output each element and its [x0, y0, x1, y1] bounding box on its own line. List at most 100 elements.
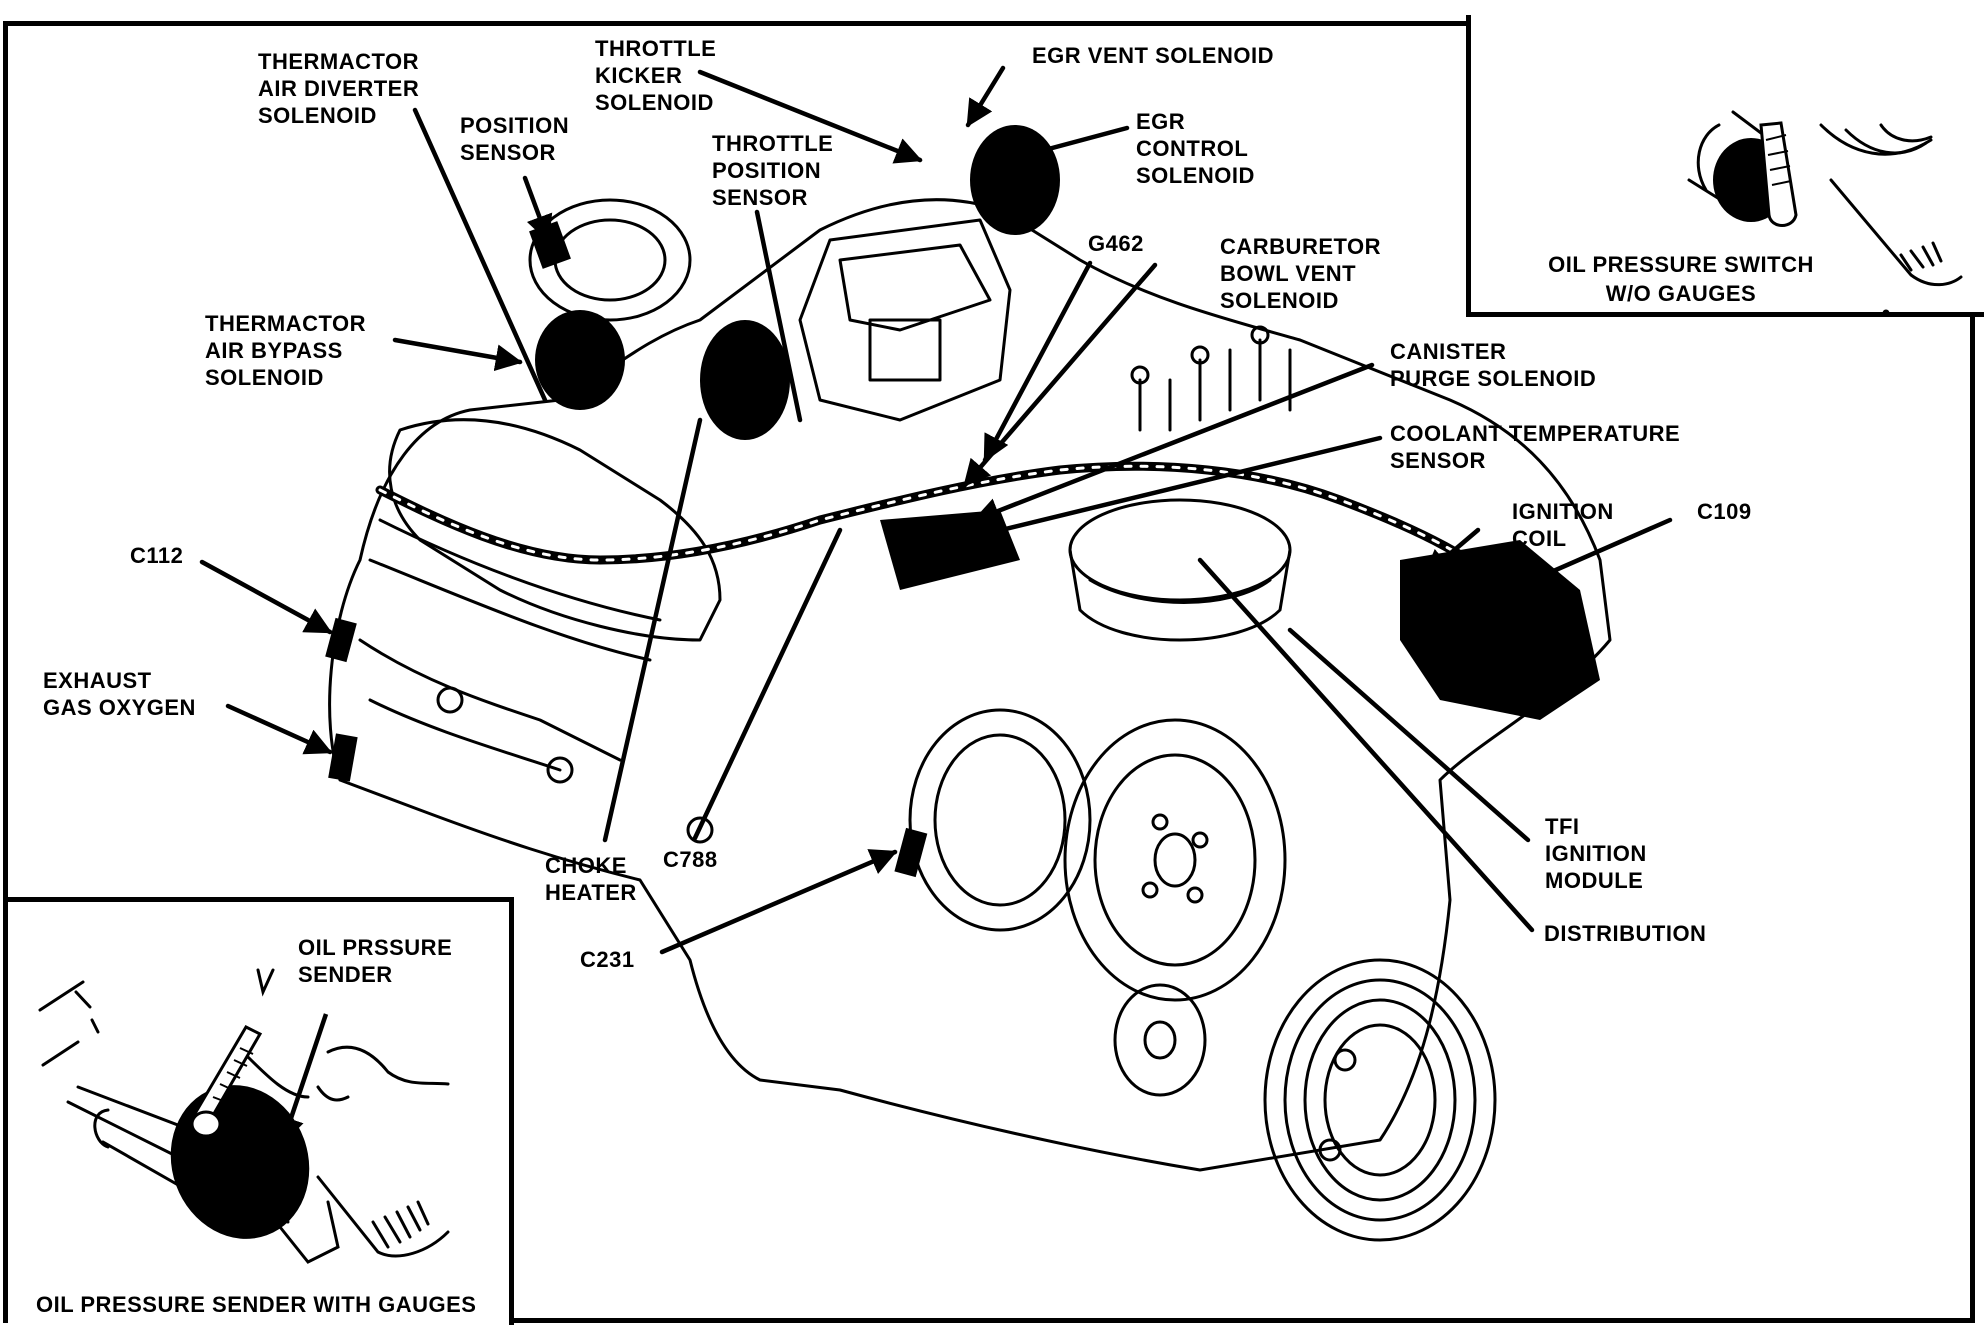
thermactor-bypass-body [535, 310, 625, 410]
label-line: SOLENOID [1136, 163, 1255, 188]
egr-control-body [970, 125, 1060, 235]
label-c231: C231 [580, 946, 635, 973]
label-choke-heater: CHOKE HEATER [545, 852, 637, 906]
label-line: SENDER [298, 962, 393, 987]
exhaust-manifold [358, 638, 622, 772]
label-line: CHOKE [545, 853, 627, 878]
leader-coolant-temp [957, 435, 1383, 548]
label-oil-pressure-sender: OIL PRSSURE SENDER [298, 934, 452, 988]
label-line: THROTTLE [712, 131, 834, 156]
label-g462: G462 [1088, 230, 1144, 257]
label-line: DISTRIBUTION [1544, 921, 1707, 946]
valve-cover-left [388, 418, 722, 642]
leader-throttle-position [754, 209, 803, 423]
label-throttle-position-sensor: THROTTLE POSITION SENSOR [712, 130, 833, 211]
caption-line: OIL PRESSURE SWITCH [1548, 252, 1814, 277]
inset-oil-pressure-switch: OIL PRESSURE SWITCH W/O GAUGES [1466, 15, 1984, 317]
label-line: SOLENOID [1220, 288, 1339, 313]
label-egr-vent-solenoid: EGR VENT SOLENOID [1032, 42, 1274, 69]
c112-connector [325, 617, 357, 663]
label-line: EGR VENT SOLENOID [1032, 43, 1274, 68]
label-line: COOLANT TEMPERATURE [1390, 421, 1681, 446]
label-line: SENSOR [1390, 448, 1486, 473]
oil-pressure-sender-illustration [38, 968, 450, 1264]
label-exhaust-gas-oxygen: EXHAUST GAS OXYGEN [43, 667, 196, 721]
label-egr-control-solenoid: EGR CONTROL SOLENOID [1136, 108, 1255, 189]
idler-pulley [1113, 983, 1207, 1097]
label-line: COIL [1512, 526, 1567, 551]
leader-c112 [199, 559, 333, 635]
diagram-frame [3, 21, 1975, 1323]
leader-c231 [659, 849, 898, 955]
coil-module-body [1400, 540, 1600, 720]
label-canister-purge-solenoid: CANISTER PURGE SOLENOID [1390, 338, 1596, 392]
leader-exhaust-gas-oxygen [225, 703, 333, 755]
label-line: C231 [580, 947, 635, 972]
label-line: POSITION [460, 113, 570, 138]
label-line: GAS OXYGEN [43, 695, 196, 720]
label-c112: C112 [130, 542, 183, 569]
label-line: CANISTER [1390, 339, 1507, 364]
label-tfi-ignition-module: TFI IGNITION MODULE [1545, 813, 1647, 894]
label-line: THERMACTOR [258, 49, 420, 74]
label-line: CARBURETOR [1220, 234, 1382, 259]
label-c788: C788 [663, 846, 718, 873]
label-line: OIL PRSSURE [298, 935, 453, 960]
leader-c788 [692, 527, 843, 841]
label-thermactor-air-diverter-solenoid: THERMACTOR AIR DIVERTER SOLENOID [258, 48, 419, 129]
leader-throttle-kicker [697, 69, 923, 164]
label-line: BOWL VENT [1220, 261, 1357, 286]
leader-distribution [1197, 557, 1535, 933]
leader-g462 [982, 260, 1093, 463]
leader-egr-control [1012, 125, 1130, 165]
leader-c109 [1507, 517, 1673, 593]
inset-sender-caption: OIL PRESSURE SENDER WITH GAUGES [36, 1292, 477, 1317]
position-sensor-body [529, 221, 571, 269]
choke-heater-body [700, 320, 790, 440]
leader-ignition-coil [1422, 527, 1481, 578]
leader-canister-purge [972, 362, 1375, 524]
label-line: THERMACTOR [205, 311, 367, 336]
label-line: EXHAUST [43, 668, 152, 693]
leader-oil-sender [277, 1013, 329, 1145]
label-line: G462 [1088, 231, 1144, 256]
label-line: AIR BYPASS [205, 338, 343, 363]
label-line: SOLENOID [205, 365, 324, 390]
oil-pressure-switch-illustration [1687, 110, 1963, 317]
label-line: MODULE [1545, 868, 1644, 893]
label-line: THROTTLE [595, 36, 717, 61]
label-position-sensor: POSITION SENSOR [460, 112, 569, 166]
label-line: POSITION [712, 158, 822, 183]
label-line: SOLENOID [595, 90, 714, 115]
leader-thermactor-air-bypass [392, 337, 523, 372]
inset-switch-caption: OIL PRESSURE SWITCH W/O GAUGES [1516, 250, 1846, 308]
distributor-cap [1068, 498, 1292, 602]
label-carburetor-bowl-vent-solenoid: CARBURETOR BOWL VENT SOLENOID [1220, 233, 1381, 314]
oil-switch-wire-boot [1759, 121, 1798, 227]
label-line: SENSOR [460, 140, 556, 165]
label-thermactor-air-bypass-solenoid: THERMACTOR AIR BYPASS SOLENOID [205, 310, 366, 391]
label-ignition-coil: IGNITION COIL [1512, 498, 1614, 552]
harness-connector-block [880, 510, 1020, 590]
label-line: IGNITION [1545, 841, 1647, 866]
oxygen-sensor-connector [328, 733, 358, 782]
label-distribution: DISTRIBUTION [1544, 920, 1706, 947]
leader-egr-vent [965, 65, 1006, 128]
label-throttle-kicker-solenoid: THROTTLE KICKER SOLENOID [595, 35, 716, 116]
label-c109: C109 [1697, 498, 1752, 525]
caption-line: W/O GAUGES [1605, 281, 1757, 306]
c231-connector [894, 827, 928, 878]
label-line: HEATER [545, 880, 637, 905]
label-line: C109 [1697, 499, 1752, 524]
crankshaft-pulley [1263, 958, 1497, 1242]
label-line: KICKER [595, 63, 683, 88]
engine-block-outline [328, 198, 1612, 1172]
label-line: PURGE SOLENOID [1390, 366, 1597, 391]
label-line: C788 [663, 847, 718, 872]
leader-thermactor-air-diverter [412, 107, 548, 403]
leader-tfi-module [1287, 627, 1531, 843]
label-line: SOLENOID [258, 103, 377, 128]
water-pump-pulley [1063, 718, 1287, 1002]
label-line: TFI [1545, 814, 1580, 839]
